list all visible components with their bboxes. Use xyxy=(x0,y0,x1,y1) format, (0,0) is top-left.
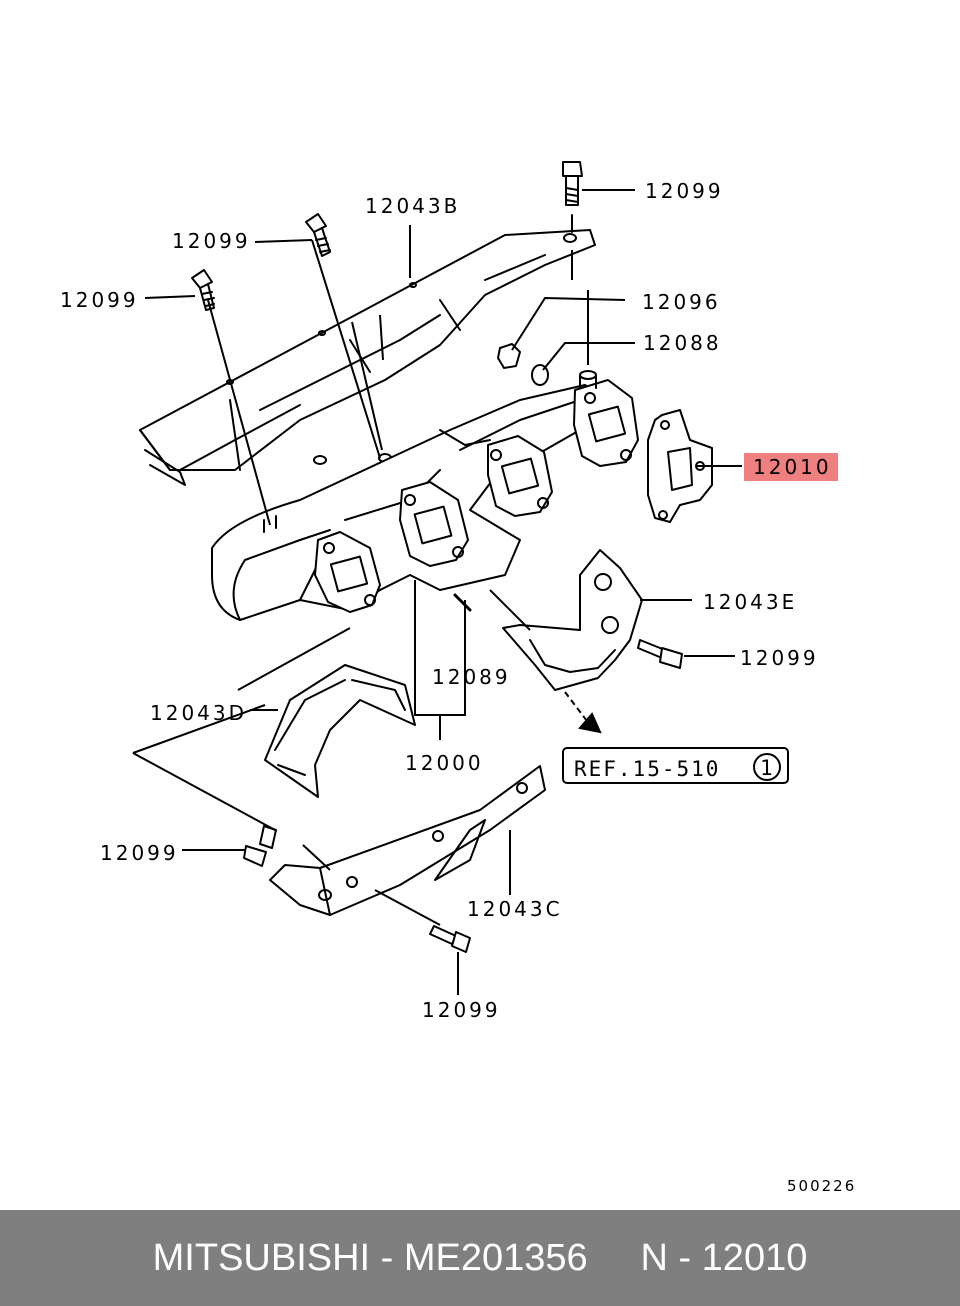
bracket-12043E xyxy=(502,549,643,691)
label-12099-a: 12099 xyxy=(172,229,251,253)
ref-circle-icon xyxy=(753,753,781,781)
bolt-12099-c xyxy=(429,925,471,953)
label-12010[interactable]: 12010 xyxy=(753,455,832,479)
washer-12088 xyxy=(531,364,549,386)
label-12089: 12089 xyxy=(432,665,511,689)
exhaust-manifold xyxy=(211,370,639,621)
nut-12096 xyxy=(497,343,521,369)
label-12088: 12088 xyxy=(643,331,722,355)
bolt-12099-e xyxy=(637,639,683,669)
ref-box[interactable]: REF.15-510 1 xyxy=(562,747,789,784)
bolt-12099-d xyxy=(243,825,277,867)
label-12043B: 12043B xyxy=(365,194,460,218)
ref-circle-number: 1 xyxy=(760,756,775,780)
label-12000: 12000 xyxy=(405,751,484,775)
label-12043C: 12043C xyxy=(467,897,563,921)
bolt-12099-b xyxy=(191,269,215,311)
heat-shield-lower xyxy=(269,765,546,916)
label-12099-b: 12099 xyxy=(60,288,139,312)
ref-arrow-icon xyxy=(564,691,602,734)
highlight-12010 xyxy=(744,453,838,481)
ref-text: REF.15-510 xyxy=(574,757,720,781)
footer-part-info: MITSUBISHI - ME201356 N - 12010 xyxy=(152,1236,808,1279)
label-12099-c: 12099 xyxy=(422,998,501,1022)
bolt-12099-top xyxy=(562,161,583,233)
label-12099-d: 12099 xyxy=(100,841,179,865)
parts-diagram: 12099 12043B 12099 12099 12096 12088 120… xyxy=(60,161,856,1195)
label-12043D: 12043D xyxy=(150,701,247,725)
bracket-12043D xyxy=(264,664,416,798)
label-12043E: 12043E xyxy=(703,590,797,614)
label-12099-e: 12099 xyxy=(740,646,819,670)
doc-number: 500226 xyxy=(787,1177,856,1195)
gasket-12010 xyxy=(647,409,713,523)
bolt-12099-a xyxy=(305,213,331,257)
label-12096: 12096 xyxy=(642,290,721,314)
label-12099-top: 12099 xyxy=(645,179,724,203)
footer-bar: MITSUBISHI - ME201356 N - 12010 xyxy=(0,1210,960,1306)
